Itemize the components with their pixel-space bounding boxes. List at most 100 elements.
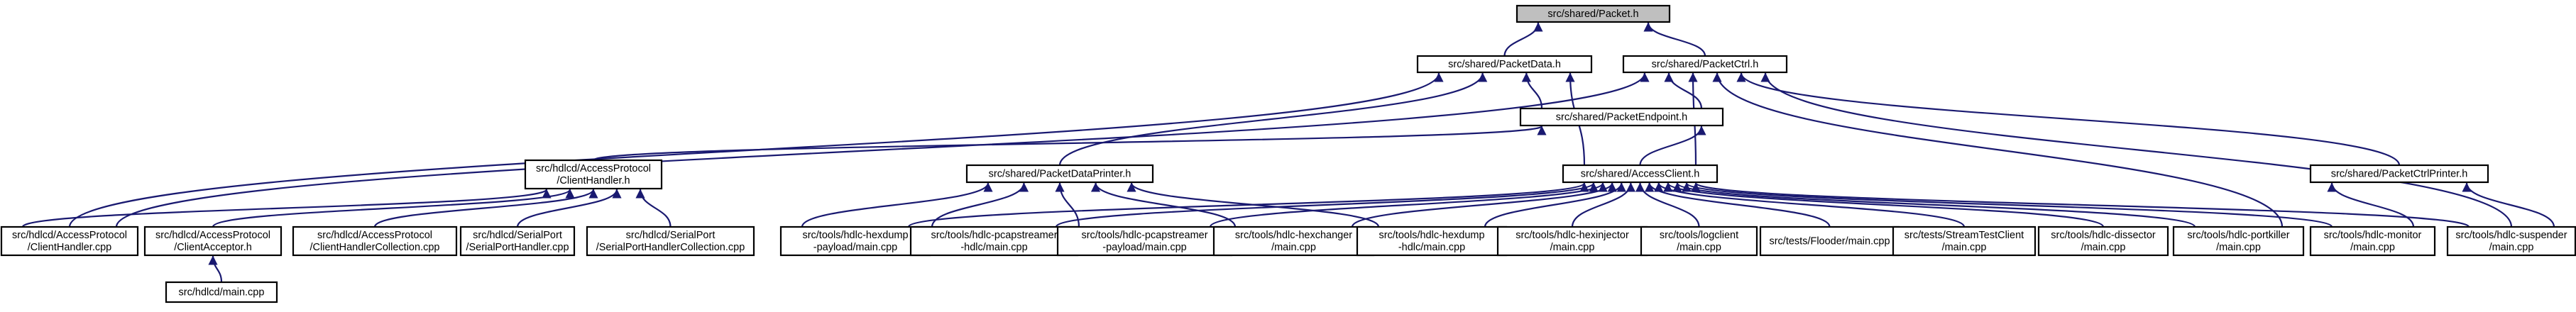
file-node-box [586,225,755,257]
file-node-pcapstreamer-hdlc[interactable]: src/tools/hdlc-pcapstreamer-hdlc/main.cp… [909,225,1079,257]
file-nodes: src/shared/Packet.h src/shared/PacketData… [0,4,2576,303]
include-edge-suspender-to-packetctrl_h [1760,72,2513,228]
file-node-label: src/hdlcd/AccessProtocol [317,230,432,241]
file-node-box [2446,225,2576,257]
file-node-label: /ClientAcceptor.h [174,242,252,253]
file-node-label: -payload/main.cpp [813,242,898,253]
file-node-clienthandlercollection-cpp[interactable]: src/hdlcd/AccessProtocol/ClientHandlerCo… [292,225,458,257]
include-edge-monitor-to-accessclient_h [1682,182,2333,228]
file-node-clienthandler-h[interactable]: src/hdlcd/AccessProtocol/ClientHandler.h [524,159,663,190]
file-node-packetctrl-h[interactable]: src/shared/PacketCtrl.h [1622,55,1788,74]
file-node-label: /SerialPortHandlerCollection.cpp [596,242,745,253]
file-node-hexdump-payload[interactable]: src/tools/hdlc-hexdump-payload/main.cpp [779,225,931,257]
file-node-label: src/hdlcd/AccessProtocol [536,163,651,174]
file-node-accessclient-h[interactable]: src/shared/AccessClient.h [1562,164,1719,184]
file-node-label: src/hdlcd/SerialPort [626,230,716,241]
file-node-box [2172,225,2305,257]
file-node-label: /ClientHandlerCollection.cpp [310,242,440,253]
file-node-label: src/hdlcd/AccessProtocol [12,230,127,241]
file-node-clienthandler-cpp[interactable]: src/hdlcd/AccessProtocol/ClientHandler.c… [0,225,139,257]
file-node-hdlcd-main[interactable]: src/hdlcd/main.cpp [165,281,278,303]
file-node-label: src/tools/hdlc-portkiller [2187,230,2289,241]
file-node-box [292,225,458,257]
file-node-label: -hdlc/main.cpp [960,242,1027,253]
file-node-label: src/tools/hdlc-hexinjector [1516,230,1629,241]
include-edge-monitor-to-packetctrlprinter_h [2327,182,2415,228]
file-node-packetdataprinter-h[interactable]: src/shared/PacketDataPrinter.h [965,164,1154,184]
file-node-label: -payload/main.cpp [1102,242,1187,253]
file-node-label: /main.cpp [1677,242,1721,253]
file-node-box [1416,55,1593,74]
file-node-box [524,159,663,190]
file-node-dissector[interactable]: src/tools/hdlc-dissector/main.cpp [2037,225,2169,257]
file-node-suspender[interactable]: src/tools/hdlc-suspender/main.cpp [2446,225,2576,257]
file-node-label: /SerialPortHandler.cpp [466,242,569,253]
file-node-box [1640,225,1758,257]
file-node-packet-h: src/shared/Packet.h [1516,4,1671,23]
include-edge-hdlcd_main-to-clientacceptor_h [208,255,223,283]
include-edge-clienthandler_h-to-packetendpoint_h [592,125,1546,162]
file-node-serialporthandlercollection-cpp[interactable]: src/hdlcd/SerialPort/SerialPortHandlerCo… [586,225,755,257]
file-node-box [965,164,1154,184]
include-edge-packetendpoint_h-to-packetdata_h [1521,72,1543,109]
file-node-box [909,225,1079,257]
file-node-hexinjector[interactable]: src/tools/hdlc-hexinjector/main.cpp [1496,225,1648,257]
file-node-box [2309,164,2489,184]
file-node-label: /main.cpp [2350,242,2395,253]
file-node-serialporthandler-cpp[interactable]: src/hdlcd/SerialPort/SerialPortHandler.c… [459,225,576,257]
file-node-monitor[interactable]: src/tools/hdlc-monitor/main.cpp [2309,225,2436,257]
file-node-box [1892,225,2037,257]
file-node-label: src/tools/hdlc-hexdump [802,230,908,241]
file-node-label: /ClientHandler.cpp [28,242,112,253]
file-node-clientacceptor-h[interactable]: src/hdlcd/AccessProtocol/ClientAcceptor.… [143,225,283,257]
file-node-label: /main.cpp [1271,242,1316,253]
include-edge-portkiller-to-accessclient_h [1672,182,2196,228]
file-node-streamtestclient[interactable]: src/tests/StreamTestClient/main.cpp [1892,225,2037,257]
include-edge-clienthandler_cpp-to-packetctrl_h [115,72,1650,228]
file-node-label: src/tools/hdlc-pcapstreamer [931,230,1057,241]
include-edge-suspender-to-accessclient_h [1691,182,2470,228]
file-node-label: src/hdlcd/SerialPort [473,230,562,241]
include-edge-pcapstreamer_hdlc-to-accessclient_h [1055,182,1599,228]
file-node-label: /main.cpp [1550,242,1595,253]
file-node-box [0,225,139,257]
include-edge-packetendpoint_h-to-packetctrl_h [1664,72,1703,109]
include-edge-clientacceptor_h-to-clienthandler_h [212,188,575,228]
file-node-hexdump-hdlc[interactable]: src/tools/hdlc-hexdump-hdlc/main.cpp [1356,225,1508,257]
include-edge-hexinjector-to-accessclient_h [1571,182,1635,228]
include-edge-pcapstreamer_payload-to-packetdataprinter_h [1055,182,1080,228]
file-node-flooder[interactable]: src/tests/Flooder/main.cpp [1759,225,1900,257]
include-edge-serialporthandler_cpp-to-clienthandler_h [516,189,622,228]
file-node-label: src/shared/PacketEndpoint.h [1556,112,1687,123]
file-node-hexchanger[interactable]: src/tools/hdlc-hexchanger/main.cpp [1212,225,1375,257]
file-node-portkiller[interactable]: src/tools/hdlc-portkiller/main.cpp [2172,225,2305,257]
file-node-label: src/shared/PacketDataPrinter.h [989,169,1131,180]
file-node-label: /main.cpp [1942,242,1987,253]
include-edge-accessclient_h-to-packetendpoint_h [1639,126,1706,166]
file-node-box [2037,225,2169,257]
include-edge-packetctrlprinter_h-to-packetctrl_h [1736,72,2401,166]
file-node-label: src/tools/hdlc-pcapstreamer [1081,230,1207,241]
file-node-packetendpoint-h[interactable]: src/shared/PacketEndpoint.h [1519,107,1724,127]
file-node-box [1759,225,1900,257]
file-node-label: src/shared/PacketCtrlPrinter.h [2331,169,2468,180]
include-edge-clienthandlercollection_cpp-to-clienthandler_h [373,189,598,228]
include-edge-pcapstreamer_payload-to-accessclient_h [1209,182,1608,228]
file-node-packetdata-h[interactable]: src/shared/PacketData.h [1416,55,1593,74]
file-node-label: -hdlc/main.cpp [1398,242,1465,253]
file-node-label: src/hdlcd/AccessProtocol [155,230,270,241]
file-node-label: src/tools/hdlc-dissector [2051,230,2156,241]
file-node-box [1519,107,1724,127]
file-node-label: src/shared/AccessClient.h [1581,169,1700,180]
file-node-label: src/tools/hdlc-suspender [2455,230,2567,241]
file-node-label: src/tests/Flooder/main.cpp [1769,236,1890,247]
include-edge-clienthandler_cpp-to-clienthandler_h [21,188,552,228]
file-node-pcapstreamer-payload[interactable]: src/tools/hdlc-pcapstreamer-payload/main… [1056,225,1233,257]
include-edge-pcapstreamer_hdlc-to-packetdataprinter_h [931,182,1029,228]
file-node-packetctrlprinter-h[interactable]: src/shared/PacketCtrlPrinter.h [2309,164,2489,184]
include-edge-packetdata_h-to-packet_h [1503,22,1543,57]
file-node-box [1562,164,1719,184]
file-node-logclient[interactable]: src/tools/logclient/main.cpp [1640,225,1758,257]
include-edge-hexchanger-to-packetdataprinter_h [1090,182,1237,228]
